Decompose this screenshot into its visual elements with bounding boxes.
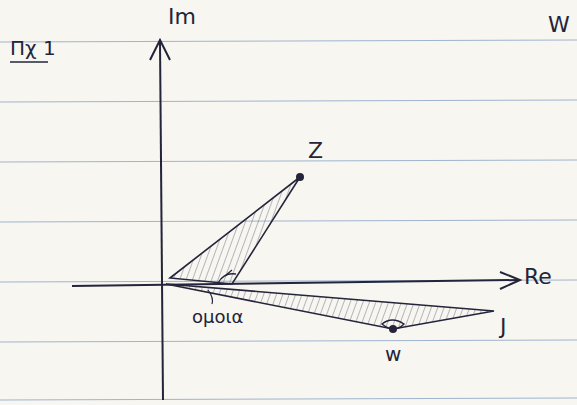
note: W xyxy=(548,14,570,36)
point-label: Z xyxy=(308,140,323,162)
axis-label: Re xyxy=(524,266,552,288)
triangle-w xyxy=(166,284,494,333)
triangle-z xyxy=(170,173,304,284)
point-label: J xyxy=(500,316,507,338)
point-label: w xyxy=(385,344,401,364)
heading: Πχ 1 xyxy=(10,38,56,58)
axis-label: Im xyxy=(168,6,196,28)
ruled-lines xyxy=(0,40,577,400)
underline xyxy=(10,61,48,63)
axes xyxy=(72,40,520,400)
note: ομοια xyxy=(192,308,243,326)
